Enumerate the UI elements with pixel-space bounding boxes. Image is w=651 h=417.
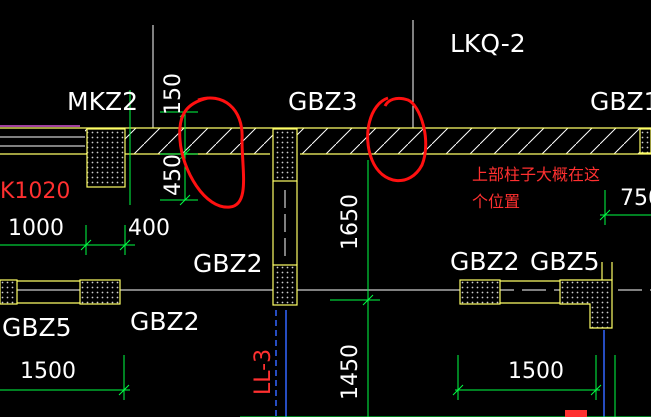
label-gbz5-left: GBZ5 xyxy=(2,313,72,342)
dim-1000: 1000 xyxy=(8,216,64,241)
annotation-note: 上部柱子大概在这 个位置 xyxy=(472,165,600,211)
annotation-line-1: 上部柱子大概在这 xyxy=(472,165,600,184)
label-mkz2: MKZ2 xyxy=(67,87,138,116)
label-gbz2-lower: GBZ2 xyxy=(130,307,200,336)
column-gbz2-mid xyxy=(272,264,298,306)
dim-1500-left: 1500 xyxy=(20,359,76,384)
annotation-circles xyxy=(178,96,428,209)
beam-lines xyxy=(275,310,605,417)
column-gbz2-right xyxy=(459,279,501,305)
dimension-lines xyxy=(0,90,651,417)
column-mkz2 xyxy=(86,128,126,188)
label-gbz2-right: GBZ2 xyxy=(450,247,520,276)
dim-1500-right: 1500 xyxy=(508,359,564,384)
label-k1020: K1020 xyxy=(0,179,70,204)
label-gbz3: GBZ3 xyxy=(288,87,358,116)
column-gbz3 xyxy=(272,128,298,182)
annotation-circle-left xyxy=(178,96,246,209)
dim-150: 150 xyxy=(161,73,186,115)
dim-750: 750 xyxy=(620,186,651,211)
column-gbz1 xyxy=(639,128,651,154)
label-ll3: LL-3 xyxy=(251,349,276,395)
dim-1450: 1450 xyxy=(338,344,363,400)
column-gbz5-left xyxy=(0,279,18,305)
column-gbz5-right xyxy=(559,279,613,329)
label-lkq2: LKQ-2 xyxy=(450,29,526,58)
vertical-wall xyxy=(17,181,613,304)
annotation-circle-right xyxy=(366,96,428,182)
label-gbz1: GBZ1 xyxy=(590,87,651,116)
dimension-texts: 150 450 1000 400 1650 750 1500 1500 1450 xyxy=(8,73,651,400)
label-gbz5-right: GBZ5 xyxy=(530,247,600,276)
label-gbz2-mid: GBZ2 xyxy=(193,249,263,278)
columns xyxy=(0,128,651,329)
column-gbz2-lower xyxy=(79,279,121,305)
red-mark-bottom xyxy=(565,410,587,417)
dim-1650: 1650 xyxy=(338,194,363,250)
dim-450: 450 xyxy=(161,154,186,196)
annotation-line-2: 个位置 xyxy=(472,192,520,211)
dim-400: 400 xyxy=(128,216,170,241)
component-labels: LKQ-2 MKZ2 GBZ3 GBZ1 GBZ2 GBZ2 GBZ5 GBZ5… xyxy=(2,29,651,342)
